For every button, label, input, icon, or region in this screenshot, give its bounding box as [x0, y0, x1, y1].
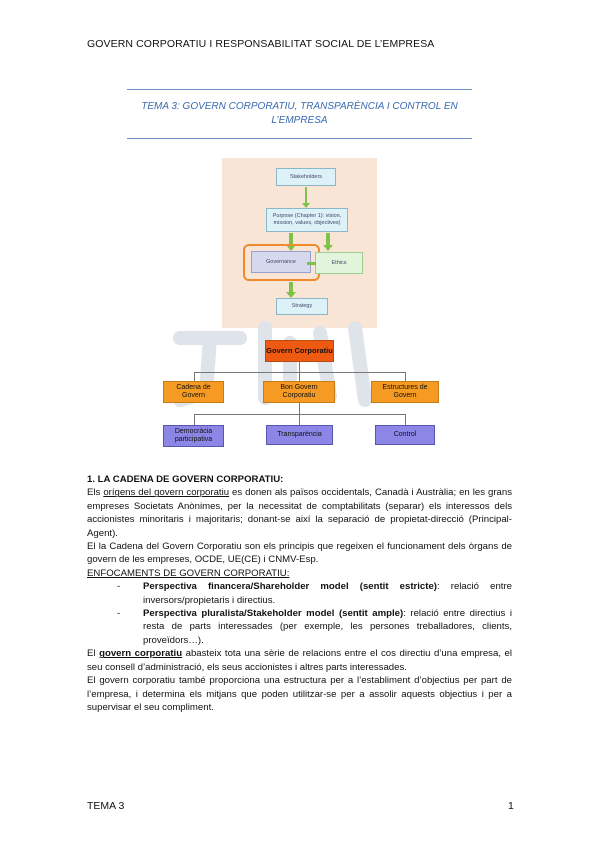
list-item-text: Perspectiva pluralista/Stakeholder model…	[143, 607, 512, 647]
strategy-node: Strategy	[276, 298, 328, 315]
arrow-down-icon	[286, 233, 296, 251]
connector-line	[299, 403, 300, 414]
page-number: 1	[508, 800, 514, 812]
connector-line	[405, 372, 406, 381]
tree-node-control: Control	[375, 425, 435, 445]
connector-line	[299, 414, 300, 425]
governance-node: Governance	[251, 251, 311, 273]
stakeholders-node: Stakeholders	[276, 168, 336, 186]
connector-line	[299, 372, 300, 381]
text-run: es donen als països occidentals, Canadà …	[87, 487, 512, 539]
section-content: 1. LA CADENA DE GOVERN CORPORATIU: Els o…	[87, 473, 512, 714]
text-run: El	[87, 648, 100, 660]
list-item: - Perspectiva financera/Shareholder mode…	[117, 580, 512, 607]
paragraph-chain: El la Cadena del Govern Corporatiu son e…	[87, 541, 512, 566]
connector-line	[194, 372, 195, 381]
arrow-down-icon	[323, 233, 333, 251]
connector-line	[194, 414, 195, 425]
section-heading: 1. LA CADENA DE GOVERN CORPORATIU:	[87, 474, 284, 485]
underlined-term: govern corporatiu	[99, 648, 183, 660]
paragraph-corporate-governance: El govern corporatiu abasteix tota una s…	[87, 647, 512, 674]
arrow-horizontal-icon	[307, 262, 316, 265]
list-item: - Perspectiva pluralista/Stakeholder mod…	[117, 607, 512, 647]
paragraph-origins: Els orígens del govern corporatiu es don…	[87, 486, 512, 540]
approaches-list: - Perspectiva financera/Shareholder mode…	[117, 580, 512, 647]
footer-topic: TEMA 3	[87, 800, 125, 812]
paragraph-structure: El govern corporatiu també proporciona u…	[87, 675, 512, 713]
tree-node-estructures: Estructures de Govern	[371, 381, 439, 403]
connector-line	[299, 362, 300, 372]
title-rule-bottom	[127, 138, 472, 139]
underlined-term: orígens del govern corporatiu	[103, 487, 230, 499]
text-run: abasteix tota una sèrie de relacions ent…	[87, 648, 513, 673]
text-run: : relació entre directius i resta de par…	[143, 608, 512, 646]
bold-term: Perspectiva pluralista/Stakeholder model…	[143, 608, 404, 620]
text-run: : relació entre inversors/propietaris i …	[143, 581, 512, 606]
connector-line	[194, 414, 406, 415]
arrow-down-icon	[302, 187, 310, 208]
arrow-down-icon	[286, 282, 296, 298]
purpose-node: Purpose (Chapter 1): vision, mission, va…	[266, 208, 348, 232]
ethics-node: Ethics	[315, 252, 363, 274]
tree-node-cadena: Cadena de Govern	[163, 381, 224, 403]
connector-line	[405, 414, 406, 425]
bullet-dash: -	[117, 581, 121, 593]
bold-term: Perspectiva financera/Shareholder model …	[143, 581, 437, 593]
approaches-heading: ENFOCAMENTS DE GOVERN CORPORATIU:	[87, 567, 290, 579]
tree-node-bon-govern: Bon Govern Corporatiu	[263, 381, 335, 403]
title-rule-top	[127, 89, 472, 90]
connector-line	[194, 372, 406, 373]
running-header: GOVERN CORPORATIU I RESPONSABILITAT SOCI…	[87, 38, 435, 50]
topic-title: TEMA 3: GOVERN CORPORATIU, TRANSPARÈNCIA…	[141, 101, 458, 126]
bullet-dash: -	[117, 608, 121, 620]
tree-root-node: Govern Corporatiu	[265, 340, 334, 362]
tree-node-democracia: Democràcia participativa	[163, 425, 224, 447]
tree-node-transparencia: Transparència	[266, 425, 333, 445]
text-run: Els	[87, 487, 104, 499]
list-item-text: Perspectiva financera/Shareholder model …	[143, 580, 512, 607]
